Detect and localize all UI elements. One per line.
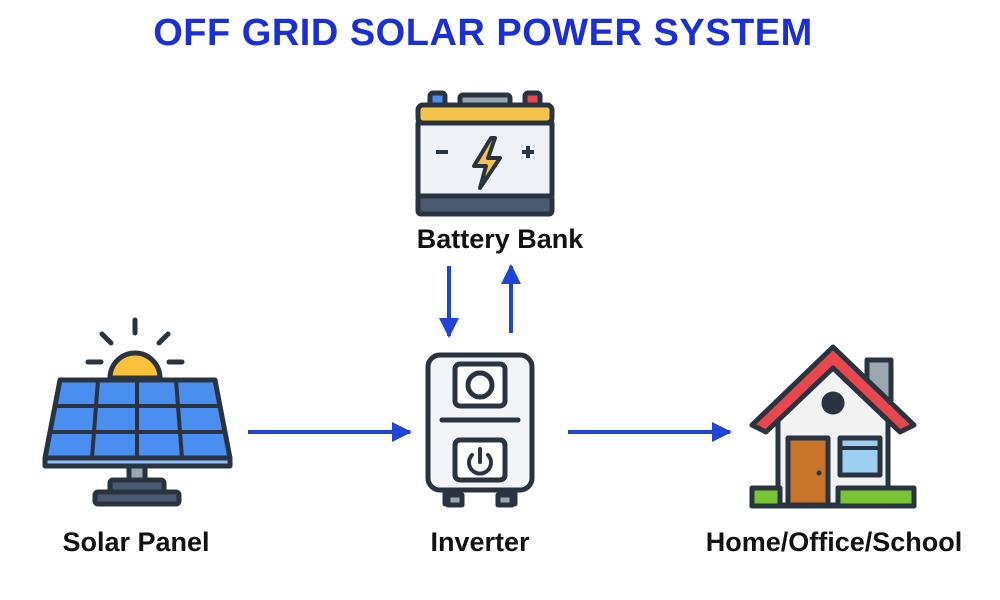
house-icon: [749, 344, 917, 509]
page-title: OFF GRID SOLAR POWER SYSTEM: [153, 12, 813, 54]
inverter-icon: [425, 352, 535, 508]
solar-panel-icon: [42, 317, 233, 507]
solar-panel-label: Solar Panel: [62, 527, 210, 557]
inverter-label: Inverter: [430, 527, 530, 557]
battery-label: Battery Bank: [416, 224, 584, 254]
battery-icon: [415, 90, 555, 217]
home-label: Home/Office/School: [705, 527, 963, 557]
